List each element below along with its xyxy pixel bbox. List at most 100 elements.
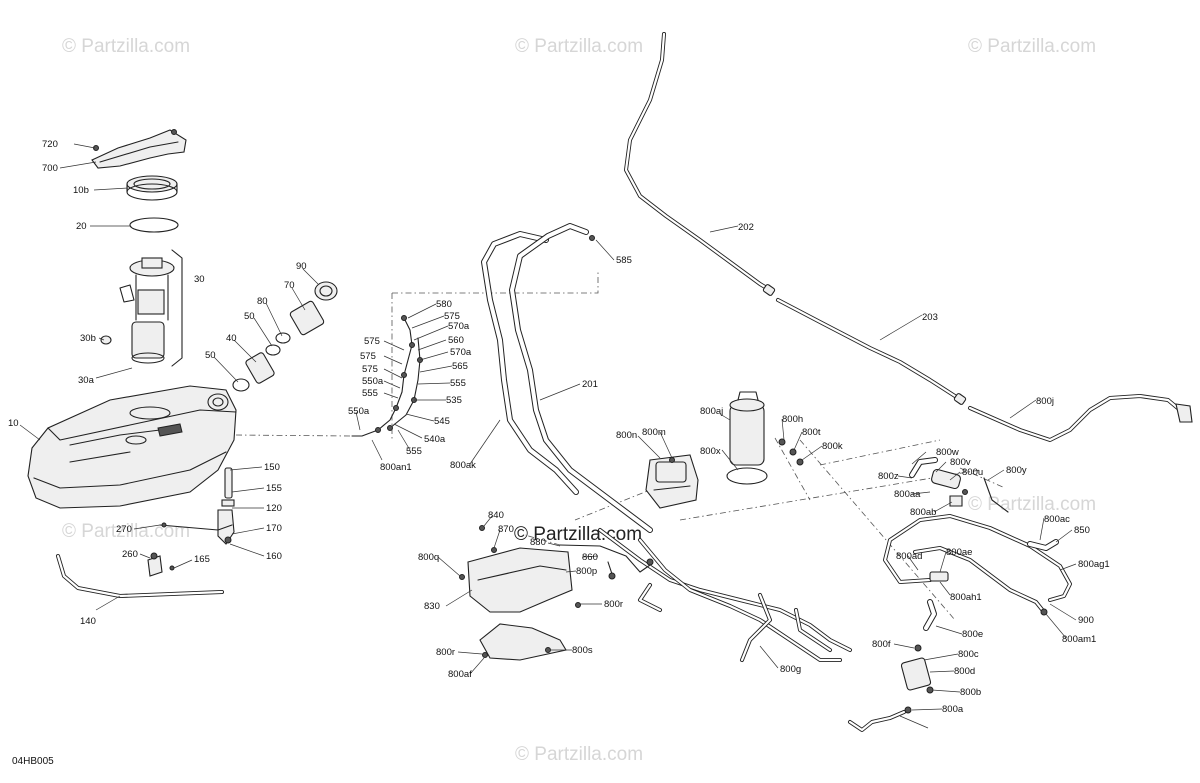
callout-label: 80 xyxy=(257,296,268,307)
callout-label: 555 xyxy=(450,378,466,389)
callout-label: 800j xyxy=(1036,396,1054,407)
callout-label: 800n xyxy=(616,430,637,441)
callout-label: 860 xyxy=(582,552,598,563)
tank-strap-bracket xyxy=(91,129,187,169)
fuel-pump-module xyxy=(100,249,183,367)
callout-label: 800am1 xyxy=(1062,634,1096,645)
callout-label: 201 xyxy=(582,379,598,390)
callout-label: 800w xyxy=(936,447,959,458)
callout-label: 720 xyxy=(42,139,58,150)
callout-label: 160 xyxy=(266,551,282,562)
callout-label: 700 xyxy=(42,163,58,174)
callout-label: 800an1 xyxy=(380,462,412,473)
diagram-reference-code: 04HB005 xyxy=(12,756,54,767)
callout-label: 120 xyxy=(266,503,282,514)
callout-label: 800r xyxy=(436,647,455,658)
callout-label: 40 xyxy=(226,333,237,344)
callout-label: 165 xyxy=(194,554,210,565)
callout-label: 560 xyxy=(448,335,464,346)
callout-label: 800r xyxy=(604,599,623,610)
callout-label: 800ae xyxy=(946,547,972,558)
callout-label: 800u xyxy=(962,467,983,478)
watermark: © Partzilla.com xyxy=(968,494,1096,515)
callout-label: 800ak xyxy=(450,460,476,471)
callout-label: 70 xyxy=(284,280,295,291)
callout-label: 800q xyxy=(418,552,439,563)
fuel-lines xyxy=(624,32,1193,442)
callout-label: 575 xyxy=(362,364,378,375)
callout-label: 540a xyxy=(424,434,446,445)
callout-label: 260 xyxy=(122,549,138,560)
callout-label: 585 xyxy=(616,255,632,266)
callout-label: 555 xyxy=(406,446,422,457)
callout-label: 800d xyxy=(954,666,975,677)
callout-label: 50 xyxy=(205,350,216,361)
callout-labels: 720 700 10b 20 30 30b 30a 10 90 70 80 50… xyxy=(8,139,1110,715)
watermark: © Partzilla.com xyxy=(968,36,1096,57)
callout-label: 800g xyxy=(780,664,801,675)
watermark: © Partzilla.com xyxy=(515,36,643,57)
pump-mount-bracket xyxy=(459,525,654,661)
callout-label: 800ab xyxy=(910,507,936,518)
callout-label: 570a xyxy=(448,321,470,332)
callout-label: 830 xyxy=(424,601,440,612)
callout-label: 575 xyxy=(360,351,376,362)
callout-label: 202 xyxy=(738,222,754,233)
callout-label: 10b xyxy=(73,185,89,196)
callout-label: 800aa xyxy=(894,489,921,500)
callout-label: 20 xyxy=(76,221,87,232)
callout-label: 800k xyxy=(822,441,843,452)
callout-label: 30 xyxy=(194,274,205,285)
callout-label: 800aj xyxy=(700,406,723,417)
callout-label: 140 xyxy=(80,616,96,627)
callout-label: 800z xyxy=(878,471,899,482)
evap-canister xyxy=(726,391,804,485)
callout-label: 800ac xyxy=(1044,514,1070,525)
vent-hoses xyxy=(481,223,653,533)
callout-label: 800ad xyxy=(896,551,922,562)
watermark: © Partzilla.com xyxy=(62,36,190,57)
pump-seal xyxy=(129,217,179,233)
callout-label: 800f xyxy=(872,639,891,650)
callout-label: 800v xyxy=(950,457,971,468)
callout-label: 800ag1 xyxy=(1078,559,1110,570)
callout-label: 155 xyxy=(266,483,282,494)
valve-components xyxy=(909,457,1009,513)
leader-lines xyxy=(19,143,1077,729)
fuel-pump-assembly xyxy=(645,454,699,509)
watermark: © Partzilla.com xyxy=(62,521,190,542)
callout-label: 800s xyxy=(572,645,593,656)
callout-label: 575 xyxy=(364,336,380,347)
callout-label: 550a xyxy=(362,376,384,387)
callout-label: 575 xyxy=(444,311,460,322)
callout-label: 30a xyxy=(78,375,95,386)
callout-label: 840 xyxy=(488,510,504,521)
callout-label: 170 xyxy=(266,523,282,534)
callout-label: 850 xyxy=(1074,525,1090,536)
callout-label: 30b xyxy=(80,333,96,344)
callout-label: 555 xyxy=(362,388,378,399)
callout-label: 800e xyxy=(962,629,983,640)
callout-label: 870 xyxy=(498,524,514,535)
callout-label: 800ah1 xyxy=(950,592,982,603)
lock-ring xyxy=(126,175,178,201)
callout-label: 270 xyxy=(116,524,132,535)
callout-label: 50 xyxy=(244,311,255,322)
tank-mount-hardware xyxy=(56,467,235,598)
callout-label: 10 xyxy=(8,418,19,429)
callout-label: 800c xyxy=(958,649,979,660)
watermark-layer: © Partzilla.com © Partzilla.com © Partzi… xyxy=(62,36,1096,765)
callout-label: 800af xyxy=(448,669,472,680)
lower-fuel-lines xyxy=(598,528,852,662)
watermark: © Partzilla.com xyxy=(515,744,643,765)
callout-label: 800p xyxy=(576,566,597,577)
callout-label: 90 xyxy=(296,261,307,272)
callout-label: 800m xyxy=(642,427,666,438)
fuel-filter xyxy=(848,599,937,732)
callout-label: 800y xyxy=(1006,465,1027,476)
fuel-tank xyxy=(27,385,237,509)
filler-neck-parts xyxy=(232,281,338,392)
callout-label: 800b xyxy=(960,687,981,698)
